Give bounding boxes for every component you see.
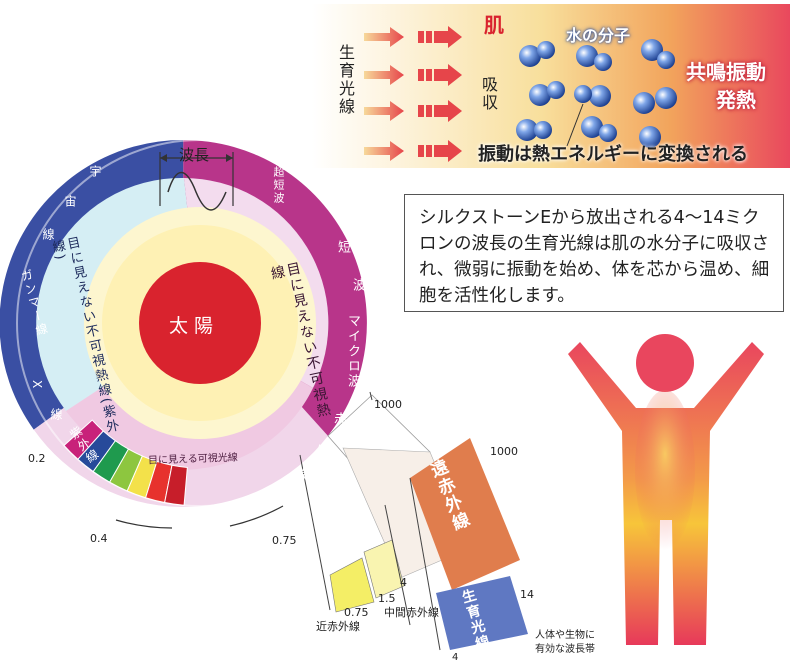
arrow-row-2 xyxy=(364,64,462,86)
visible-color-segment xyxy=(164,464,188,506)
water-molecule-label: 水の分子 xyxy=(566,26,631,45)
tick-0.75-left: 0.75 xyxy=(272,534,297,547)
short-wave-char-1: 短 xyxy=(335,240,350,255)
sun xyxy=(139,262,261,384)
tick-1000-upper: 1000 xyxy=(374,398,402,411)
visible-color-segments xyxy=(63,419,188,506)
tick-14: 14 xyxy=(520,588,534,601)
molecule xyxy=(574,85,611,107)
growth-ray-vertical: 生育光線 xyxy=(336,44,355,116)
near-infrared-box xyxy=(329,557,375,613)
tick-1.5: 1.5 xyxy=(378,592,396,605)
human-head xyxy=(636,334,694,392)
infrared-char-3: 線 xyxy=(292,468,308,484)
tick-1000-lower: 1000 xyxy=(490,445,518,458)
molecule xyxy=(639,126,661,148)
arrow-row-3 xyxy=(364,100,462,122)
tick-4-lower: 4 xyxy=(452,652,459,663)
far-infrared-band xyxy=(410,438,520,590)
effective-band-line-2: 有効な波長帯 xyxy=(535,644,595,655)
ray-arrows xyxy=(364,26,462,162)
molecule xyxy=(529,81,565,106)
tick-0.2: 0.2 xyxy=(28,452,46,465)
skin-label: 肌 xyxy=(484,13,504,37)
xray-char-2: 線 xyxy=(49,408,63,422)
spectrum-wheel xyxy=(0,139,528,651)
molecule xyxy=(576,45,612,71)
infrared-char-1: 赤 xyxy=(332,412,348,428)
arrow-row-4 xyxy=(364,140,462,162)
short-wave-char-2: 波 xyxy=(350,278,365,293)
pointer-line xyxy=(566,103,584,147)
wave-icon xyxy=(167,171,227,211)
cosmic-ray-char-1: 宇 xyxy=(88,165,102,179)
water-molecules xyxy=(516,39,677,148)
arrow-row-1 xyxy=(364,26,462,48)
visible-light-label: 目に見える可視光線 xyxy=(147,452,238,467)
ultra-short-wave-label: 超短波 xyxy=(272,166,285,205)
near-infrared-label: 近赤外線 xyxy=(316,620,360,633)
mid-infrared-label: 中間赤外線 xyxy=(384,606,439,619)
tick-4-upper: 4 xyxy=(400,576,407,589)
cosmic-ray-char-3: 線 xyxy=(41,228,55,242)
absorb-label: 吸収 xyxy=(479,76,498,112)
molecule xyxy=(581,116,617,142)
mid-infrared-box xyxy=(363,539,405,599)
growth-ray-band xyxy=(436,576,528,650)
xray-char-1: X xyxy=(30,380,44,391)
tick-0.75-right: 0.75 xyxy=(344,606,369,619)
tick-0.4: 0.4 xyxy=(90,532,108,545)
molecule xyxy=(633,87,677,114)
resonance-label-2: 発熱 xyxy=(716,88,756,112)
microwave-label: マイクロ波 xyxy=(345,314,360,389)
molecule xyxy=(641,39,675,69)
cosmic-ray-char-2: 宙 xyxy=(63,195,77,209)
molecule xyxy=(516,119,552,141)
effective-band-line-1: 人体や生物に xyxy=(535,630,595,641)
human-figure xyxy=(568,334,764,645)
molecule xyxy=(519,41,555,67)
description-box: シルクストーンEから放出される4〜14ミクロンの波長の生育光線は肌の水分子に吸収… xyxy=(404,194,784,312)
sun-label: 太陽 xyxy=(169,315,220,337)
infrared-char-2: 外 xyxy=(314,444,330,460)
conversion-label: 振動は熱エネルギーに変換される xyxy=(478,144,748,165)
resonance-label-1: 共鳴振動 xyxy=(686,60,766,84)
wavelength-label: 波長 xyxy=(179,146,210,164)
